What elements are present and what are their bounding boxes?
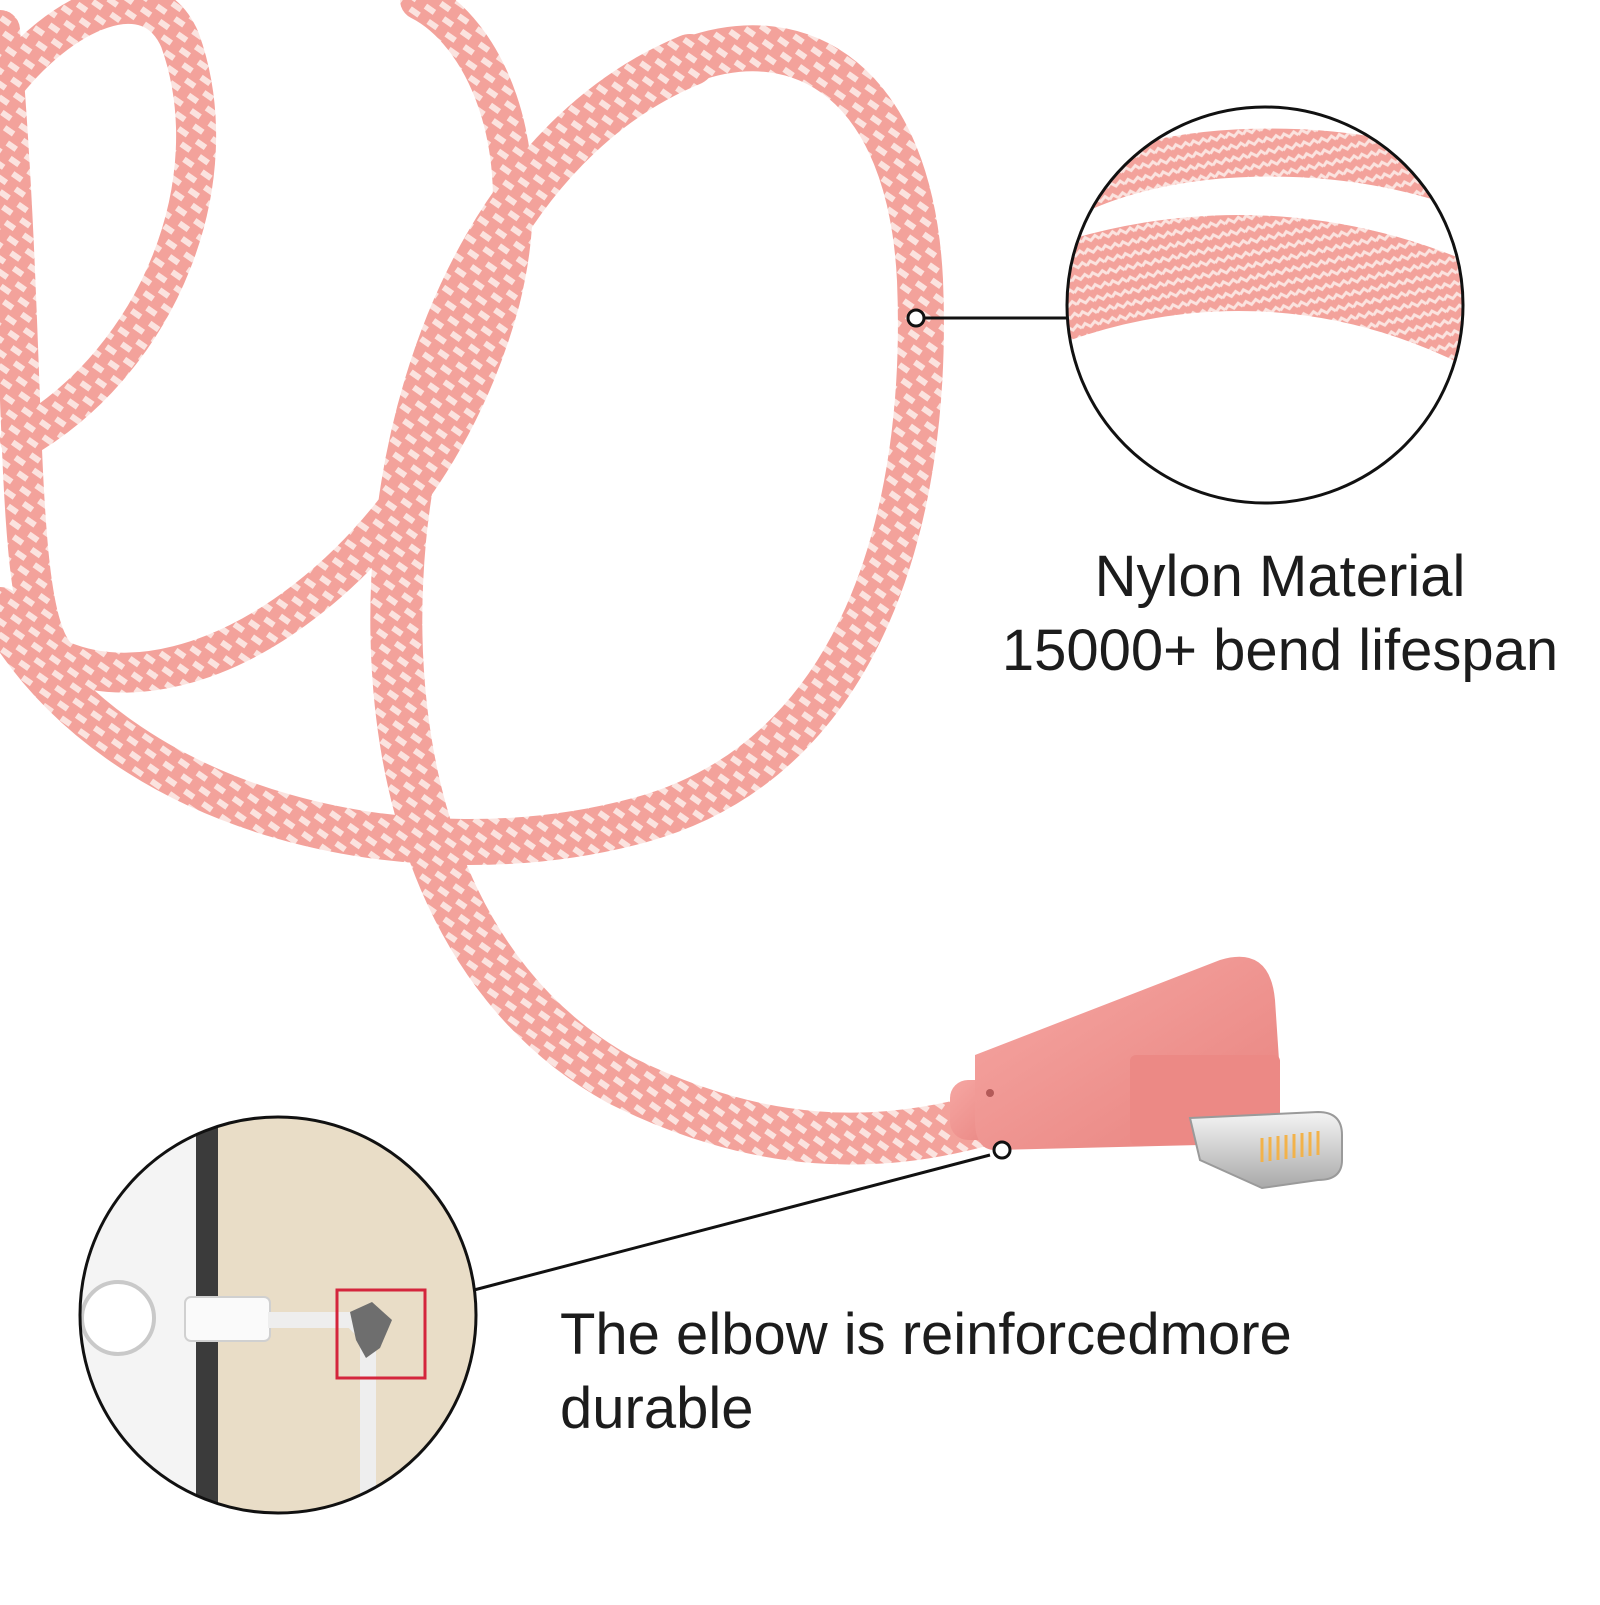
nylon-title: Nylon Material (1094, 544, 1466, 609)
elbow-line-1: The elbow is reinforcedmore (560, 1302, 1292, 1367)
connector-body (975, 956, 1280, 1150)
cable-loop-front (370, 34, 1016, 1165)
nylon-caption: Nylon Material 15000+ bend lifespan (980, 540, 1580, 688)
lightning-pins (1260, 1131, 1320, 1162)
cable-loop-back (0, 0, 533, 693)
frayed-wires (350, 1302, 392, 1358)
braided-cable (0, 0, 1016, 1165)
cable-loop-left (0, 0, 217, 460)
elbow-caption: The elbow is reinforcedmore durable (560, 1298, 1460, 1446)
cable-loop-middle (0, 25, 944, 866)
lightning-connector (950, 956, 1343, 1190)
lightning-plug (1188, 1110, 1343, 1190)
zoom-cable-lower (1067, 215, 1463, 378)
home-button (80, 1280, 156, 1356)
nylon-subtitle: 15000+ bend lifespan (1001, 618, 1559, 683)
plug-head (184, 1296, 271, 1342)
elbow-zoom-circle (78, 1115, 478, 1515)
nylon-anchor-dot (906, 308, 926, 328)
connector-hole (986, 1089, 994, 1097)
elbow-line-2: durable (560, 1376, 754, 1441)
nylon-zoom-circle (1065, 105, 1465, 505)
nylon-callout (906, 105, 1465, 505)
damage-highlight-box (335, 1288, 427, 1380)
elbow-leader-line (473, 1153, 991, 1292)
elbow-anchor-dot (992, 1140, 1012, 1160)
